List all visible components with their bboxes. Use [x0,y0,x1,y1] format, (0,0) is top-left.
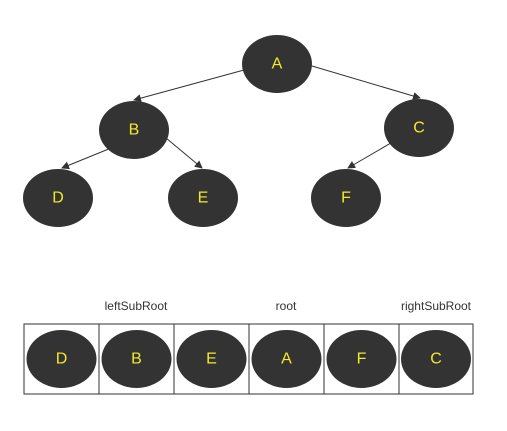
caption-left-sub-root: leftSubRoot [105,299,168,313]
node-label-b: B [129,122,140,139]
array-cell: B [98,323,175,395]
edge-a-b [133,69,245,103]
array-cell: C [398,323,474,395]
tree-node-b: B [99,101,169,159]
tree-node-f: F [311,169,381,227]
array-cell-label-3: A [281,351,292,368]
array-cell-label-2: E [206,351,217,368]
array-cell: E [173,323,250,395]
array-cell: A [248,323,325,395]
edge-c-f [347,139,397,169]
node-label-d: D [52,190,64,207]
tree-node-a: A [242,35,312,93]
array-cell-label-1: B [131,351,142,368]
array-cell: D [23,323,100,395]
node-label-c: C [413,120,425,137]
array-cell: F [323,323,400,395]
caption-root: root [276,299,297,313]
array-cell-label-5: C [430,351,442,368]
edge-a-c [311,65,421,100]
tree-node-c: C [384,99,454,157]
tree-node-e: E [168,169,238,227]
node-label-a: A [272,56,283,73]
edge-b-e [165,137,203,169]
node-label-f: F [341,190,351,207]
array-cell-label-4: F [357,351,367,368]
caption-right-sub-root: rightSubRoot [401,299,472,313]
array-row: D B E A F [23,323,474,395]
tree-edges [61,65,421,170]
edge-b-d [61,145,117,170]
node-label-e: E [198,190,209,207]
array-cell-label-0: D [56,351,68,368]
tree-node-d: D [23,169,93,227]
